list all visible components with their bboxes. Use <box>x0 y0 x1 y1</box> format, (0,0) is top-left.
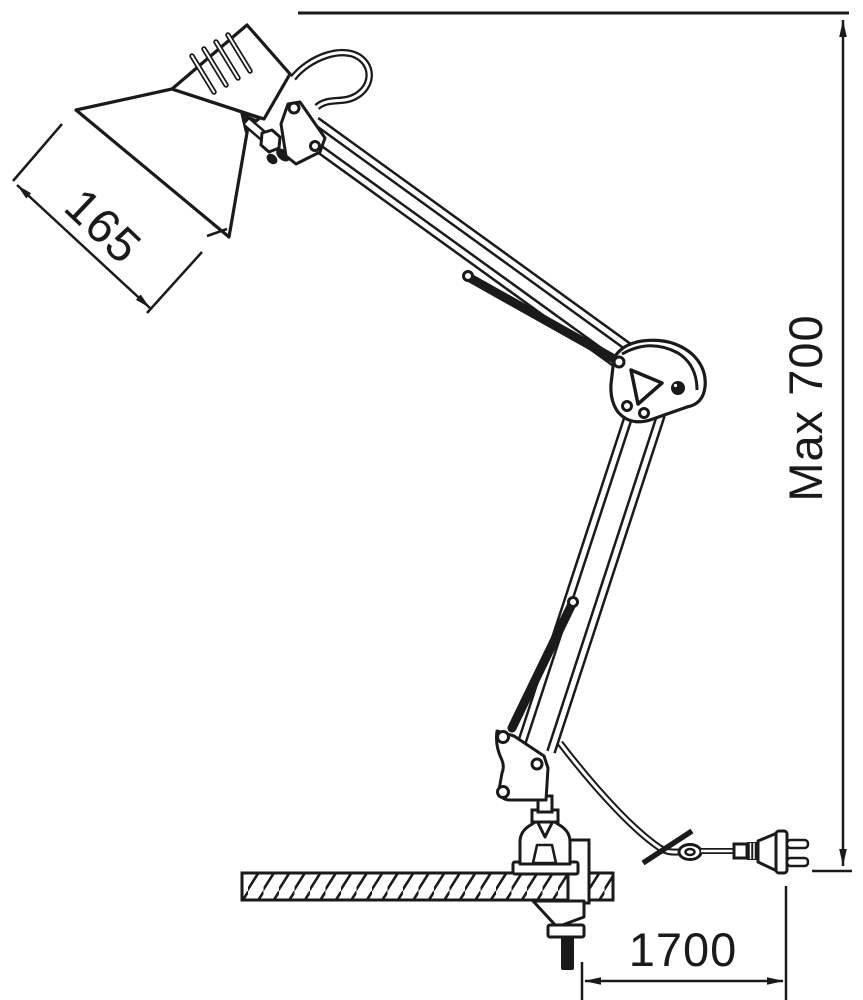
dimension-max-height: Max 700 <box>298 11 852 873</box>
arrowhead <box>767 977 784 985</box>
cord-inner <box>558 742 681 854</box>
extension-line <box>12 123 63 182</box>
vent-slot-inner <box>191 55 215 93</box>
max-height-label: Max 700 <box>779 314 832 501</box>
elbow-rivet <box>621 400 633 412</box>
swivel-insert <box>531 843 558 865</box>
plug-face <box>774 829 789 875</box>
lamp-shade <box>74 23 292 239</box>
cord-length-label: 1700 <box>629 923 738 976</box>
cord-loop <box>290 48 373 111</box>
elbow-screw-highlight <box>673 383 678 388</box>
vent-slots <box>189 32 253 95</box>
table-clamp <box>531 838 591 970</box>
bracket-rivet <box>530 757 544 771</box>
arrowhead <box>135 294 150 308</box>
spring-anchor-upper <box>462 270 474 282</box>
arrowhead <box>17 185 32 199</box>
table-surface <box>240 871 615 902</box>
upper-arm-tube-top-inner <box>314 118 636 354</box>
head-bracket-rivet <box>309 140 321 152</box>
shade-cap <box>170 23 292 121</box>
plug-body <box>756 831 779 873</box>
lamp-head-joint <box>240 100 327 166</box>
arrowhead <box>839 20 847 37</box>
cord-loop-outer <box>290 48 373 111</box>
plug-strain-relief <box>747 842 758 860</box>
power-cord <box>557 740 736 866</box>
base-bracket <box>495 729 550 802</box>
table-section <box>240 871 615 902</box>
head-bracket-rivet <box>287 101 301 115</box>
spring-anchor-lower <box>567 596 579 608</box>
base-bracket-plate <box>495 729 550 802</box>
extension-line <box>146 251 203 314</box>
elbow-rivet <box>638 407 650 419</box>
elbow-cap-band <box>621 344 699 391</box>
clamp-screw-knob <box>561 936 574 970</box>
bracket-rivet <box>496 785 510 799</box>
vent-slot-inner <box>203 48 227 86</box>
elbow-joint <box>609 338 707 424</box>
dimension-line <box>16 184 151 309</box>
elbow-screw-knob <box>671 381 685 395</box>
bracket-rivet <box>496 730 510 744</box>
power-plug <box>732 829 810 875</box>
plug-prong-top <box>785 838 810 850</box>
plug-prong-bottom <box>785 856 810 868</box>
cord-loop-inner <box>291 51 371 109</box>
elbow-cutout <box>629 368 664 406</box>
shade-width-label: 165 <box>54 179 151 275</box>
lower-arm-tube-right-inner <box>548 414 664 753</box>
lower-arm-tube-left-inner <box>518 414 632 746</box>
head-hinge-nut <box>259 128 282 154</box>
head-bracket-plate <box>279 100 327 166</box>
clamp-screw-collar <box>546 923 586 939</box>
vent-slot-inner <box>215 41 239 79</box>
swivel-cup <box>518 819 572 866</box>
vent-slot-inner <box>227 34 251 72</box>
elbow-spring-hole <box>612 355 626 369</box>
cord-connector-hole <box>684 847 696 857</box>
plug-cable-entry <box>732 842 749 860</box>
cord-break-mark <box>641 828 694 866</box>
wingnut-blade <box>266 153 278 165</box>
lower-arm <box>507 413 666 754</box>
arrowhead <box>839 849 847 866</box>
clamp-foot <box>531 899 586 929</box>
tension-spring-upper <box>465 273 621 365</box>
cord-outer <box>557 740 681 856</box>
swivel-base <box>511 794 580 876</box>
shade-rim-fold <box>206 227 228 238</box>
tension-spring-lower <box>507 599 577 733</box>
upper-arm <box>313 116 637 374</box>
arrowhead <box>584 977 601 985</box>
dimension-cord-length: 1700 <box>580 886 788 1000</box>
